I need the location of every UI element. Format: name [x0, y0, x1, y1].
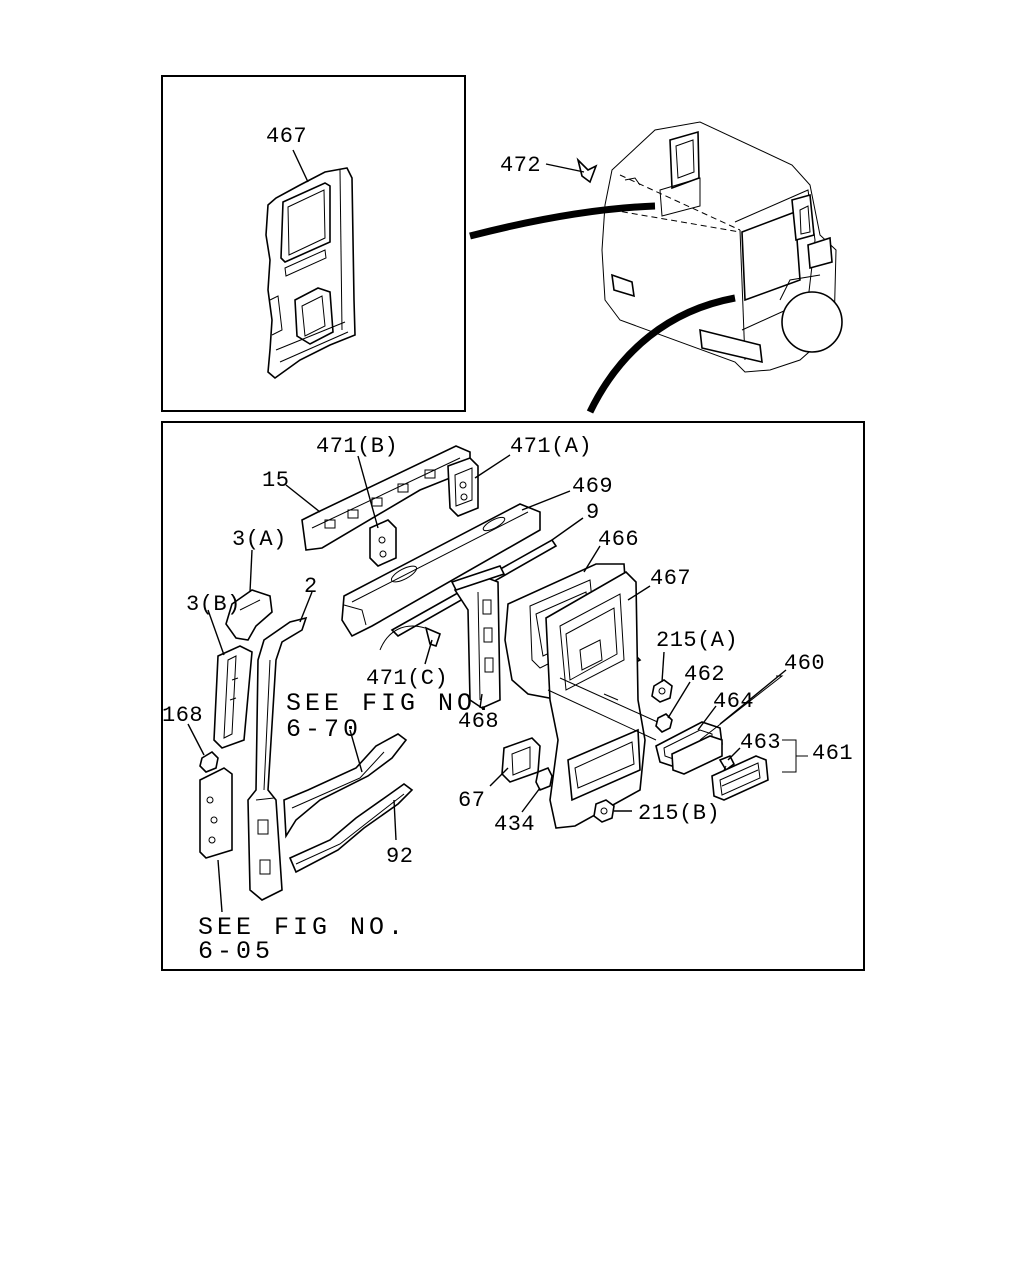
label-group-472: 472 — [500, 153, 598, 184]
leader-434 — [521, 787, 541, 813]
truck-cab-drawing — [601, 121, 843, 373]
part-471c-clip — [379, 625, 441, 651]
part-434-clip — [535, 766, 553, 792]
leader-168 — [187, 723, 205, 756]
label-462: 462 — [684, 662, 725, 687]
part-sill-upper — [283, 733, 408, 839]
part-92-sill — [288, 783, 414, 874]
part-464-gasket — [655, 721, 723, 775]
part-471b-bracket — [369, 519, 397, 567]
part-168-bolt — [199, 750, 219, 773]
label-463: 463 — [740, 730, 781, 755]
clip-472-icon — [576, 157, 598, 184]
leader-67 — [489, 767, 509, 787]
leader-468 — [479, 693, 483, 709]
part-461-lamp — [711, 755, 769, 801]
part-471a-bracket — [447, 457, 479, 517]
part-468-post — [450, 565, 506, 709]
part-3a-corner — [225, 589, 273, 641]
part-lower-left-bracket — [199, 767, 233, 859]
part-469-roof-rail — [341, 503, 541, 638]
label-461: 461 — [812, 741, 853, 766]
label-3b: 3(B) — [186, 592, 241, 617]
label-168: 168 — [162, 703, 203, 728]
part-67-bracket — [501, 737, 541, 783]
leader-9 — [551, 517, 584, 541]
bracket-461 — [782, 739, 808, 773]
part-462-nut — [655, 713, 673, 733]
label-471b: 471(B) — [316, 434, 398, 459]
ref-605-line1: SEE FIG NO. — [198, 913, 407, 942]
leader-15 — [285, 484, 321, 513]
label-15: 15 — [262, 468, 289, 493]
inset-panel-467-drawing — [265, 167, 356, 380]
label-471a: 471(A) — [510, 434, 592, 459]
leader-467 — [627, 585, 651, 601]
label-467: 467 — [650, 566, 691, 591]
leader-inset-467 — [292, 149, 309, 183]
label-9: 9 — [586, 500, 600, 525]
main-frame — [161, 421, 865, 971]
label-471c: 471(C) — [366, 666, 448, 691]
inset-panel: 467 — [161, 75, 466, 412]
leader-2 — [299, 591, 313, 623]
inset-frame — [161, 75, 466, 412]
label-434: 434 — [494, 812, 535, 837]
leader-3a — [249, 549, 253, 593]
leader-605 — [217, 859, 223, 913]
label-215b: 215(B) — [638, 801, 720, 826]
label-469: 469 — [572, 474, 613, 499]
leader-462 — [667, 681, 691, 719]
part-2-pillar — [247, 616, 308, 901]
leader-471b — [357, 455, 379, 529]
label-460: 460 — [784, 651, 825, 676]
part-215a-nut — [651, 679, 673, 703]
mount-line-3 — [603, 693, 619, 701]
ref-605-line2: 6-05 — [198, 937, 274, 966]
leader-471c — [424, 639, 433, 665]
label-468: 468 — [458, 709, 499, 734]
leader-215a — [661, 651, 665, 683]
label-2: 2 — [304, 574, 318, 599]
leader-670 — [349, 729, 363, 773]
ref-670-line1: SEE FIG NO. — [286, 689, 495, 718]
connector-cab-to-main — [586, 294, 736, 414]
part-215b-nut — [593, 799, 615, 823]
label-3a: 3(A) — [232, 527, 287, 552]
label-466: 466 — [598, 527, 639, 552]
leader-464 — [697, 705, 717, 731]
leader-463 — [727, 747, 741, 761]
leader-3b — [207, 609, 225, 656]
label-inset-467: 467 — [266, 124, 307, 149]
mount-line-1 — [559, 677, 663, 725]
label-92: 92 — [386, 844, 413, 869]
leader-92 — [393, 799, 397, 841]
part-467-inner-panel — [545, 571, 646, 829]
leader-466 — [583, 545, 601, 573]
label-472: 472 — [500, 153, 541, 178]
leader-472 — [545, 163, 585, 173]
part-3b-pillar — [213, 645, 253, 749]
label-67: 67 — [458, 788, 485, 813]
leader-471a — [474, 454, 511, 479]
ref-670-line2: 6-70 — [286, 715, 362, 744]
leader-469 — [521, 490, 571, 511]
label-215a: 215(A) — [656, 628, 738, 653]
leader-460 — [719, 669, 787, 725]
connector-inset-to-cab — [469, 202, 656, 240]
mount-line-2 — [547, 689, 657, 741]
